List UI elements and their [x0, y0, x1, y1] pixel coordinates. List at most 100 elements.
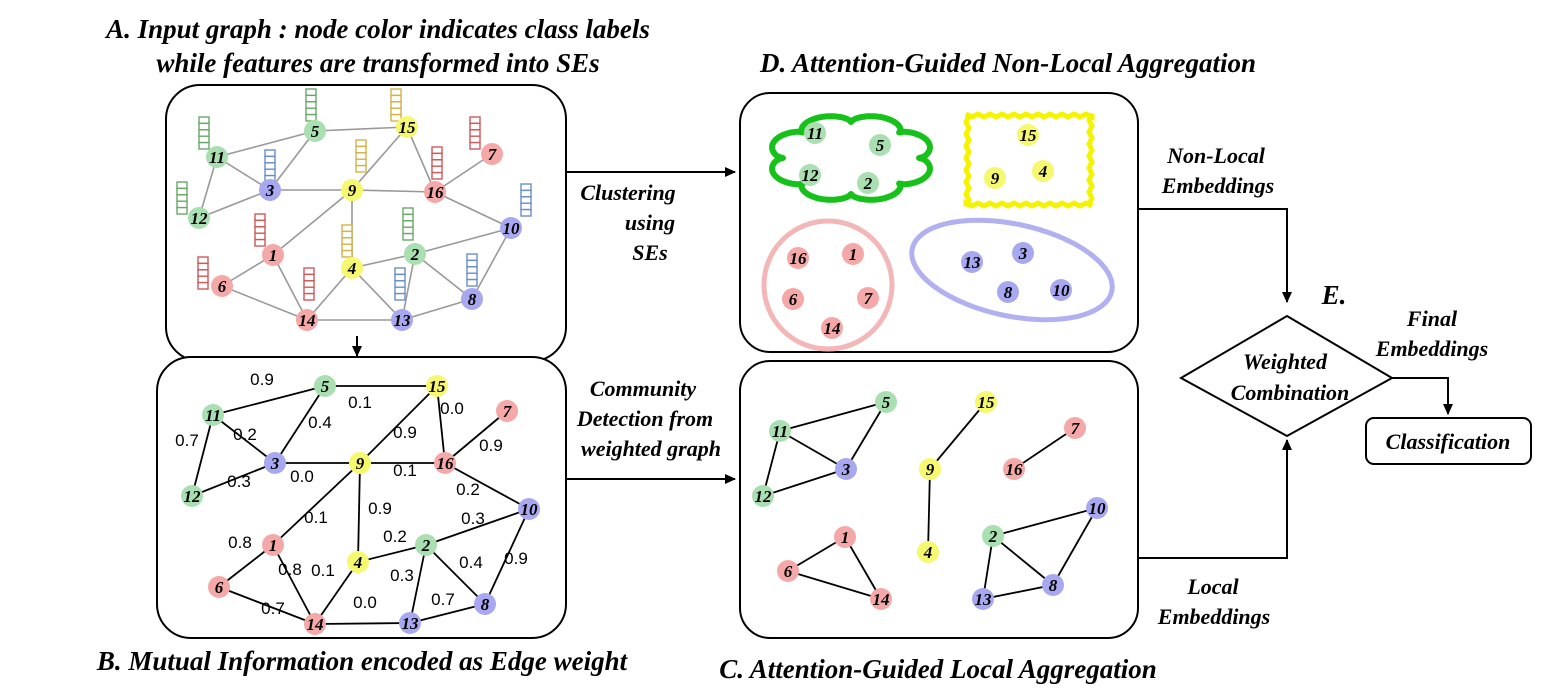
edge-6-14 [221, 285, 308, 321]
node-label-12: 12 [184, 487, 202, 506]
node-6 [208, 576, 230, 598]
node-label-4: 4 [1038, 162, 1048, 181]
edge-2-8 [414, 253, 473, 300]
weighted-edge-6-14 [218, 586, 316, 625]
edge-weight-9-4: 0.9 [368, 499, 392, 518]
node-11 [769, 420, 791, 442]
weighted-edge-10-8 [484, 508, 530, 605]
edge-weight-11-3: 0.2 [233, 425, 257, 444]
node-15 [426, 375, 448, 397]
edge-weight-2-13: 0.3 [390, 566, 414, 585]
node-14 [304, 613, 326, 635]
edge-weight-2-8: 0.4 [459, 553, 483, 572]
node-7 [1064, 417, 1086, 439]
node-label-4: 4 [347, 259, 357, 278]
node-5 [875, 391, 897, 413]
classification-box [1365, 417, 1532, 465]
label-nonlocal-1: Non-Local [1166, 143, 1266, 168]
node-label-8: 8 [481, 595, 490, 614]
node-label-13: 13 [975, 590, 993, 609]
node-label-15: 15 [429, 377, 447, 396]
node-11 [202, 404, 224, 426]
node-label-13: 13 [402, 614, 420, 633]
node-label-8: 8 [1004, 283, 1013, 302]
edge-weight-6-14: 0.7 [261, 599, 285, 618]
edge-5-3 [269, 130, 316, 191]
node-5 [314, 375, 336, 397]
node-label-14: 14 [824, 319, 841, 338]
node-8 [474, 593, 496, 615]
feature-vector-10 [520, 183, 532, 217]
node-10 [500, 217, 522, 239]
edge-weight-4-14: 0.1 [311, 561, 335, 580]
edge-10-8 [471, 227, 512, 300]
caption-B: B. Mutual Information encoded as Edge we… [96, 646, 629, 676]
node-label-4: 4 [353, 553, 363, 572]
feature-vector-15 [390, 88, 402, 122]
edge-2-13 [401, 253, 416, 321]
weighted-edge-5-3 [274, 385, 326, 464]
node-label-3: 3 [841, 460, 851, 479]
edge-16-7 [434, 153, 493, 193]
node-label-6: 6 [784, 562, 793, 581]
edge-4-13 [351, 267, 403, 321]
node-7 [857, 287, 879, 309]
node-7 [481, 143, 503, 165]
edge-weight-14-13: 0.0 [353, 593, 377, 612]
node-label-5: 5 [876, 136, 885, 155]
node-3 [1012, 242, 1034, 264]
label-community-2: Detection from [576, 406, 713, 431]
node-2 [982, 525, 1004, 547]
local-edge-1-14 [844, 536, 882, 600]
panel-D [739, 92, 1139, 353]
feature-vector-8 [466, 253, 478, 287]
weighted-edge-4-14 [314, 561, 359, 625]
local-edge-15-9 [929, 401, 987, 470]
node-13 [961, 251, 983, 273]
local-edge-5-3 [845, 401, 887, 470]
edge-weight-5-15: 0.1 [348, 393, 372, 412]
feature-vector-6 [197, 256, 209, 290]
node-label-12: 12 [802, 166, 820, 185]
node-7 [496, 400, 518, 422]
local-edge-7-16 [1013, 427, 1076, 470]
node-label-15: 15 [978, 393, 996, 412]
node-1 [842, 243, 864, 265]
node-8 [997, 281, 1019, 303]
node-15 [975, 391, 997, 413]
local-edge-9-4 [927, 468, 931, 553]
edge-weight-4-2: 0.2 [383, 527, 407, 546]
node-2 [415, 534, 437, 556]
caption-A-line2: while features are transformed into SEs [156, 48, 599, 78]
edge-9-16 [351, 189, 436, 193]
node-9 [349, 452, 371, 474]
label-final-1: Final [1406, 306, 1458, 331]
node-12 [181, 485, 203, 507]
node-label-10: 10 [521, 500, 539, 519]
node-label-15: 15 [1020, 126, 1038, 145]
node-label-7: 7 [488, 145, 498, 164]
node-9 [984, 167, 1006, 189]
weighted-combination-diamond [1178, 314, 1395, 438]
cluster-yellow-frame [963, 111, 1095, 209]
node-4 [1032, 160, 1054, 182]
decision-label-2: Combination [1231, 380, 1350, 405]
node-label-16: 16 [437, 454, 455, 473]
node-label-12: 12 [191, 209, 209, 228]
node-11 [804, 122, 826, 144]
node-label-15: 15 [399, 118, 417, 137]
node-label-9: 9 [926, 460, 935, 479]
edge-2-10 [414, 227, 512, 255]
edge-13-8 [401, 298, 473, 321]
edge-weight-16-7: 0.9 [479, 436, 503, 455]
label-final-2: Embeddings [1375, 336, 1488, 361]
node-6 [211, 275, 233, 297]
local-edge-2-10 [992, 507, 1098, 537]
node-label-7: 7 [1071, 419, 1081, 438]
arrow-d-to-e [1138, 208, 1292, 303]
edge-1-14 [272, 254, 308, 321]
node-label-2: 2 [410, 245, 420, 264]
edge-weight-10-8: 0.9 [504, 549, 528, 568]
